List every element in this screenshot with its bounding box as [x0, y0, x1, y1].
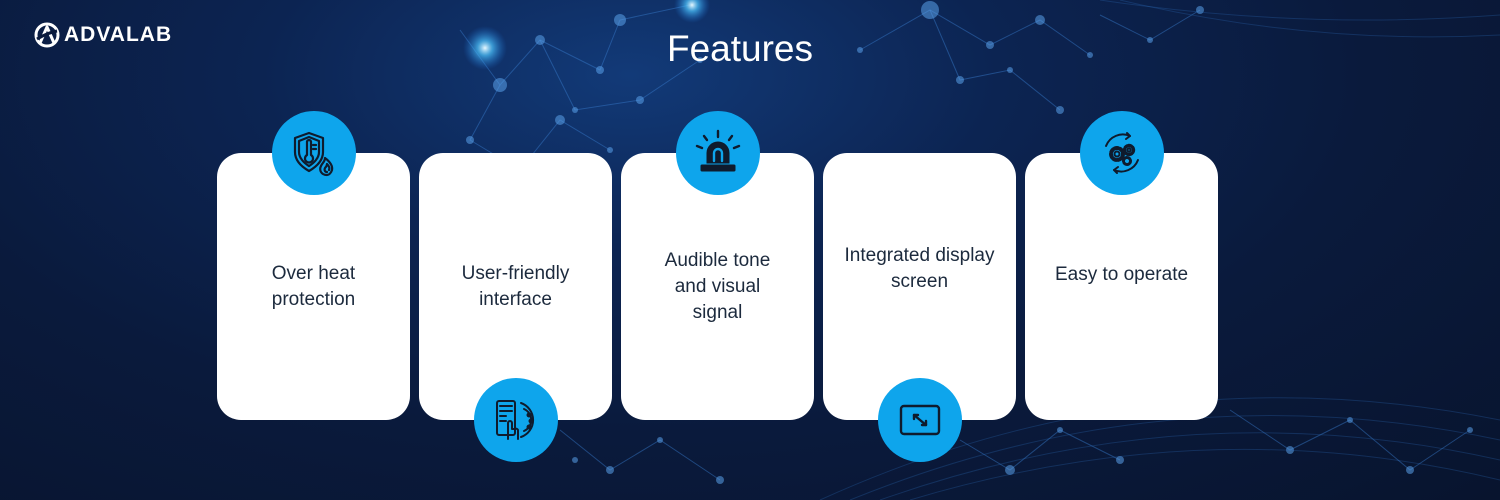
feature-card-user-friendly-interface: User-friendly interface [419, 153, 612, 420]
feature-card-easy-to-operate: Easy to operate [1025, 153, 1218, 420]
feature-card-integrated-display: Integrated display screen [823, 153, 1016, 420]
feature-label: User-friendly interface [461, 262, 570, 310]
feature-badge-user-interface [474, 378, 558, 462]
logo-text: ADVALAB [64, 23, 173, 46]
shield-thermometer-flame-icon [293, 131, 334, 177]
feature-label: Audible tone and visual signal [664, 249, 771, 323]
feature-label: Easy to operate [1054, 263, 1189, 285]
display-screen-icon [899, 404, 941, 436]
logo-mark-icon [34, 22, 60, 48]
feature-card-audible-tone: Audible tone and visual signal [621, 153, 814, 420]
feature-badge-audible-signal [676, 111, 760, 195]
advalab-logo: ADVALAB [34, 22, 172, 48]
feature-label: Over heat protection [271, 262, 356, 310]
touch-interface-hand-icon [496, 400, 535, 440]
gears-cycle-icon [1105, 132, 1139, 174]
feature-label: Integrated display screen [844, 244, 995, 292]
siren-alarm-icon [695, 129, 741, 172]
page-title: Features [666, 28, 813, 69]
feature-badge-easy-to-operate [1080, 111, 1164, 195]
feature-badge-display-screen [878, 378, 962, 462]
feature-badge-over-heat [272, 111, 356, 195]
feature-card-over-heat-protection: Over heat protection [217, 153, 410, 420]
